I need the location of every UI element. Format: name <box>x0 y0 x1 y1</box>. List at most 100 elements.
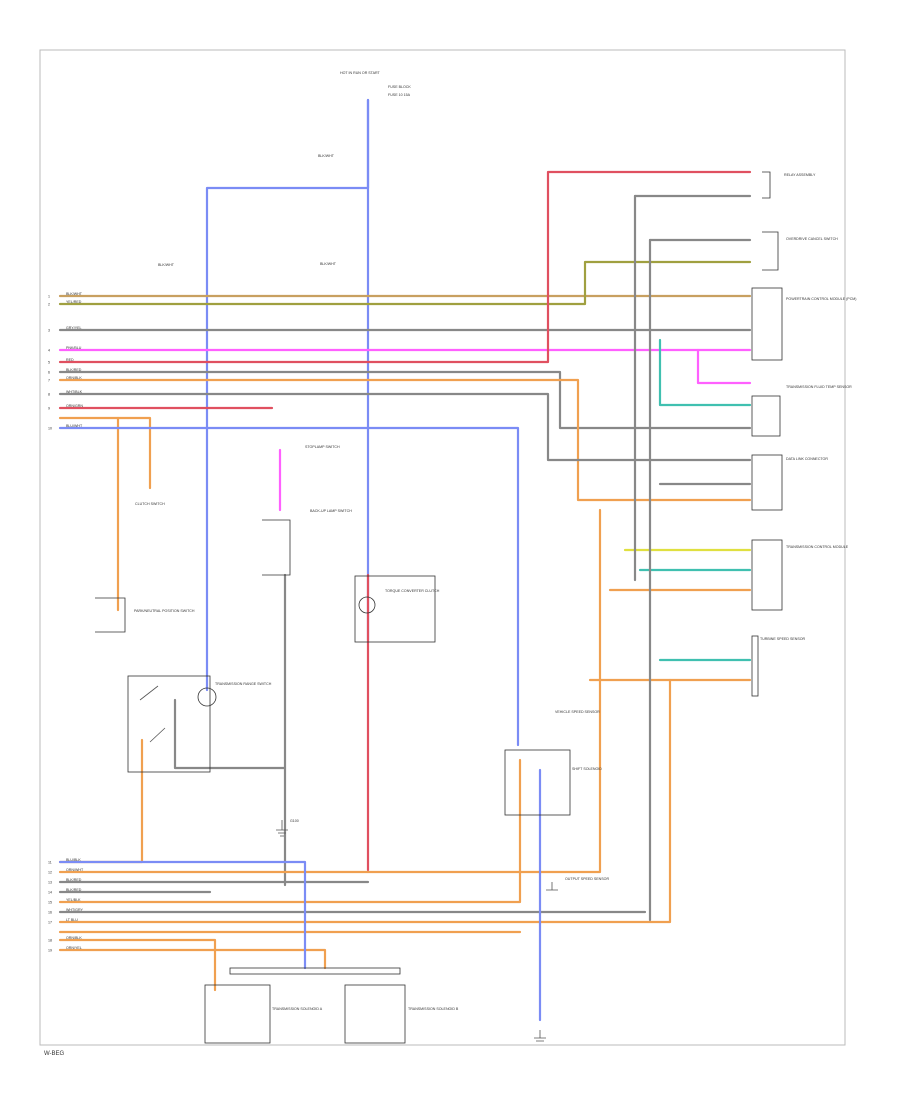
wire-label-bottom-8: ORN/BLK <box>66 936 82 940</box>
tcm-box <box>751 539 783 611</box>
pin-label-top-1: 1 <box>48 295 50 299</box>
trans-temp-label: TRANSMISSION FLUID TEMP SENSOR <box>786 385 852 389</box>
wire-red-7 <box>58 170 752 364</box>
torque-conv-label: TORQUE CONVERTER CLUTCH <box>385 589 440 593</box>
wire-label-top-2: YEL/RED <box>66 300 82 304</box>
pin-label-bottom-1: 11 <box>48 861 52 865</box>
wire-label-top-4: PNK/BLU <box>66 346 82 350</box>
wire-label-top-6: BLK/RED <box>66 368 82 372</box>
wire-orange-31 <box>58 508 602 874</box>
pin-label-top-2: 2 <box>48 303 50 307</box>
pin-label-bottom-8: 18 <box>48 939 52 943</box>
wire-label-bottom-4: BLK/RED <box>66 888 82 892</box>
wire-label-bottom-6: WHT/GRY <box>66 908 84 912</box>
turb-sensor-label: TURBINE SPEED SENSOR <box>760 637 806 641</box>
brake-switch <box>262 519 291 576</box>
bottom-connector-strip <box>229 967 401 975</box>
components-group <box>95 171 783 1044</box>
wire-blk-label-2: BLK/WHT <box>320 262 337 266</box>
data-link-box <box>751 454 783 511</box>
pin-labels-group: 1BLK/WHT2YEL/RED3GRY/YEL4PNK/BLU5RED6BLK… <box>48 292 84 953</box>
transmission-switch-box <box>127 675 211 773</box>
pin-label-top-7: 7 <box>48 379 50 383</box>
torque-converter-box <box>354 575 436 643</box>
wire-orange-38 <box>58 938 217 992</box>
wire-label-top-10: BLU/WHT <box>66 424 83 428</box>
wire-blue-2 <box>205 98 370 692</box>
top-label: HOT IN RUN OR START <box>340 71 381 75</box>
pin-label-bottom-5: 15 <box>48 901 52 905</box>
wire-label-top-1: BLK/WHT <box>66 292 83 296</box>
pin-label-bottom-4: 14 <box>48 891 52 895</box>
fuse-num-label: FUSE 10 15A <box>388 93 411 97</box>
tcm-label: TRANSMISSION CONTROL MODULE <box>786 545 849 549</box>
top-right-connector-1 <box>762 171 771 199</box>
page-ref: W-BEG <box>44 1051 65 1057</box>
clutch-label: CLUTCH SWITCH <box>135 502 165 506</box>
wire-label-top-3: GRY/YEL <box>66 326 82 330</box>
wire-label-top-7: ORN/BLK <box>66 376 82 380</box>
pin-label-top-9: 9 <box>48 407 50 411</box>
pin-label-top-8: 8 <box>48 393 50 397</box>
wire-orange-34 <box>58 758 522 904</box>
pin-label-top-10: 10 <box>48 427 52 431</box>
pcm-label: POWERTRAIN CONTROL MODULE (PCM) <box>786 297 856 301</box>
wire-teal-15 <box>658 338 752 407</box>
shift-sol-label: SHIFT SOLENOID <box>572 767 602 771</box>
trans-sol-a-label: TRANSMISSION SOLENOID A <box>272 1007 323 1011</box>
wire-blk-label-3: BLK/WHT <box>158 263 175 267</box>
top-right-connector-2 <box>762 231 779 271</box>
relay-box <box>751 395 781 437</box>
wire-olive-4 <box>58 260 752 306</box>
wire-label-bottom-7: LT BLU <box>66 918 78 922</box>
ground-symbol-1 <box>276 820 288 837</box>
switch-blade-2 <box>149 727 166 743</box>
ground-symbol-2 <box>534 1030 546 1042</box>
wire-label-bottom-2: ORN/WHT <box>66 868 84 872</box>
diagram-frame <box>39 49 846 1046</box>
wire-blk-label-1: BLK/WHT <box>318 154 335 158</box>
pin-label-top-5: 5 <box>48 361 50 365</box>
wire-label-bottom-3: BLK/RED <box>66 878 82 882</box>
pin-label-top-4: 4 <box>48 349 50 353</box>
wire-orange-39 <box>58 948 327 970</box>
brake-sw-label: STOPLAMP SWITCH <box>305 445 340 449</box>
trans-sol-b-label: TRANSMISSION SOLENOID B <box>408 1007 459 1011</box>
pin-label-bottom-6: 16 <box>48 911 52 915</box>
pin-label-bottom-7: 17 <box>48 921 52 925</box>
park-neutral-switch <box>95 597 126 633</box>
wire-orange-36 <box>58 678 672 924</box>
wire-gray-42 <box>173 698 287 770</box>
wire-gray-8 <box>58 370 752 430</box>
solenoid-box-b <box>344 984 406 1044</box>
wire-label-top-9: ORN/GRN <box>66 404 83 408</box>
wire-orange-9 <box>58 378 752 502</box>
fuse-label: FUSE BLOCK <box>388 85 411 89</box>
pin-label-top-6: 6 <box>48 371 50 375</box>
park-neutral-label: PARK/NEUTRAL POSITION SWITCH <box>134 609 195 613</box>
pin-label-bottom-3: 13 <box>48 881 52 885</box>
pcm-box <box>751 287 783 361</box>
wires-group <box>58 98 752 1022</box>
backup-label: BACK-UP LAMP SWITCH <box>310 509 352 513</box>
wire-blue-40 <box>58 860 307 970</box>
labels-group: HOT IN RUN OR START FUSE BLOCK FUSE 10 1… <box>44 71 856 1057</box>
spd-sensor-label: VEHICLE SPEED SENSOR <box>555 710 600 714</box>
sensor-box <box>751 635 759 697</box>
ground-symbol-3 <box>546 882 558 891</box>
wire-orange-30 <box>58 738 144 864</box>
transmission-switch-indicator <box>197 687 217 707</box>
wire-label-bottom-5: YEL/BLK <box>66 898 81 902</box>
wire-orange-12 <box>58 416 152 490</box>
wire-label-bottom-1: BLU/BLK <box>66 858 81 862</box>
overdrive-label: OVERDRIVE CANCEL SWITCH <box>786 237 838 241</box>
pin-label-bottom-2: 12 <box>48 871 52 875</box>
torque-converter-coil <box>358 596 376 614</box>
gnd-label: G100 <box>290 819 299 823</box>
relay-label: RELAY ASSEMBLY <box>784 173 816 177</box>
pin-label-top-3: 3 <box>48 329 50 333</box>
oss-label: OUTPUT SPEED SENSOR <box>565 877 609 881</box>
relay-lower-box <box>504 749 571 816</box>
switch-blade-1 <box>139 685 159 701</box>
